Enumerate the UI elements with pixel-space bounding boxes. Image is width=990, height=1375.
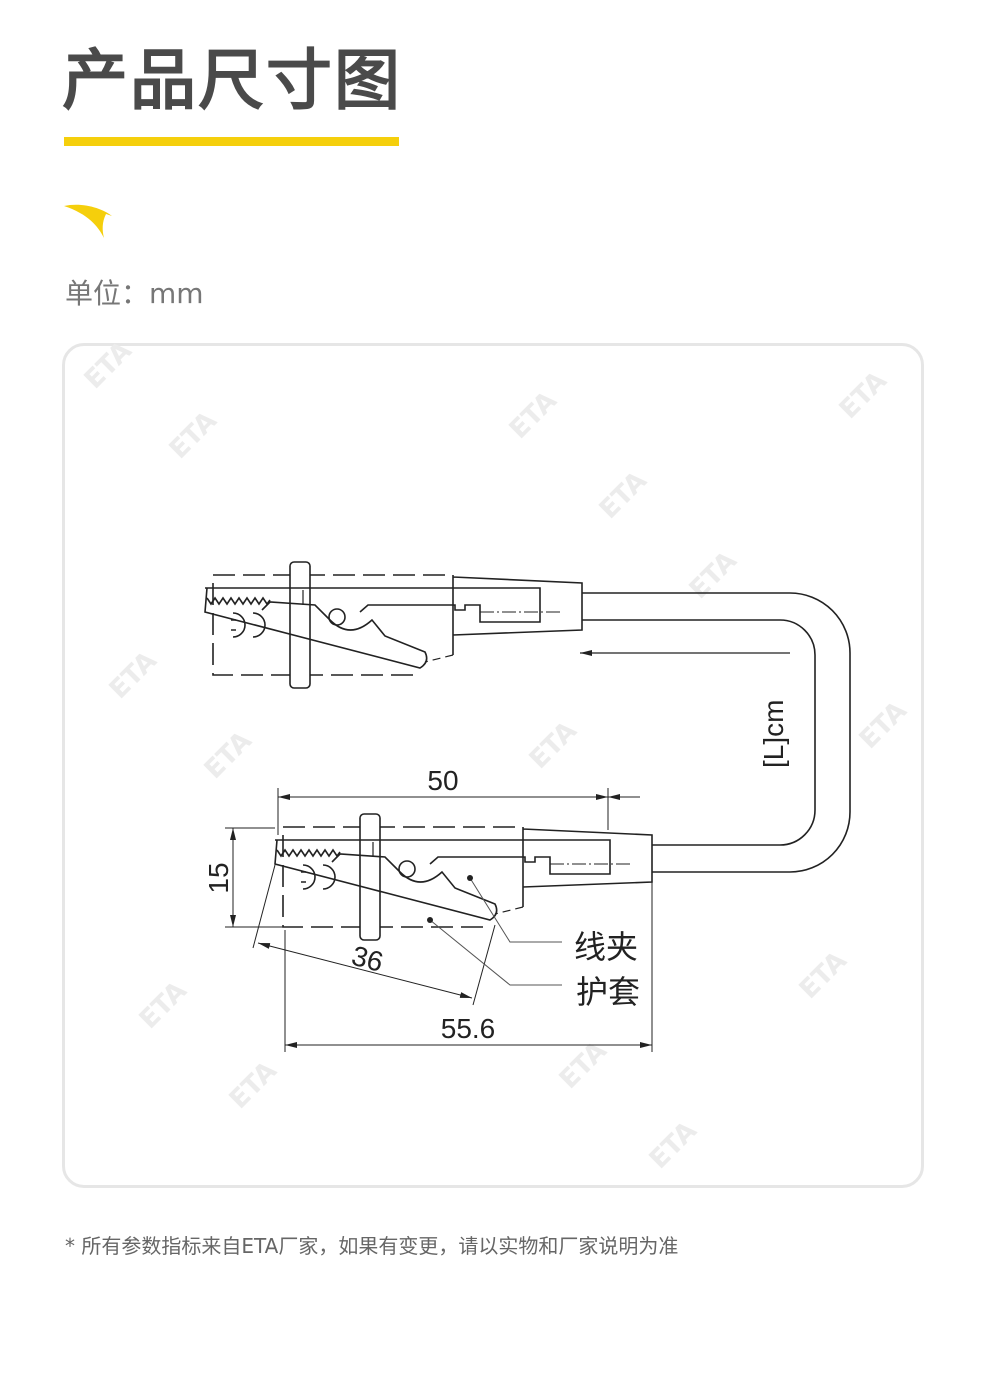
svg-text:ETA: ETA [594,466,653,525]
svg-text:ETA: ETA [834,366,893,425]
clip-callout-dot [467,875,473,881]
title-underline [64,137,399,146]
svg-text:ETA: ETA [164,406,223,465]
svg-text:ETA: ETA [134,976,193,1035]
dim-50: 50 [427,765,458,796]
svg-text:ETA: ETA [79,336,138,395]
svg-text:ETA: ETA [644,1116,703,1175]
svg-text:ETA: ETA [854,696,913,755]
footnote: * 所有参数指标来自ETA厂家，如果有变更，请以实物和厂家说明为准 [65,1234,679,1258]
sleeve-callout-dot [427,917,433,923]
svg-text:ETA: ETA [684,546,743,605]
dimension-lines [225,788,653,1052]
length-label: [L]cm [758,700,789,768]
alligator-clip-top [204,561,583,689]
svg-text:ETA: ETA [524,716,583,775]
dim-55-6: 55.6 [441,1013,496,1044]
svg-text:ETA: ETA [794,946,853,1005]
cable [582,592,851,873]
dim-36: 36 [348,940,386,978]
callout-clip: 线夹 [574,928,638,966]
svg-text:ETA: ETA [504,386,563,445]
swoosh-icon [64,204,112,238]
dim-15: 15 [203,862,234,893]
svg-text:ETA: ETA [199,726,258,785]
unit-label: 单位：mm [65,277,204,310]
callout-sleeve: 护套 [576,973,640,1011]
diagram-panel [62,343,924,1188]
page-title: 产品尺寸图 [62,42,402,119]
svg-text:ETA: ETA [224,1056,283,1115]
svg-text:ETA: ETA [104,646,163,705]
alligator-clip-bottom [274,813,653,941]
